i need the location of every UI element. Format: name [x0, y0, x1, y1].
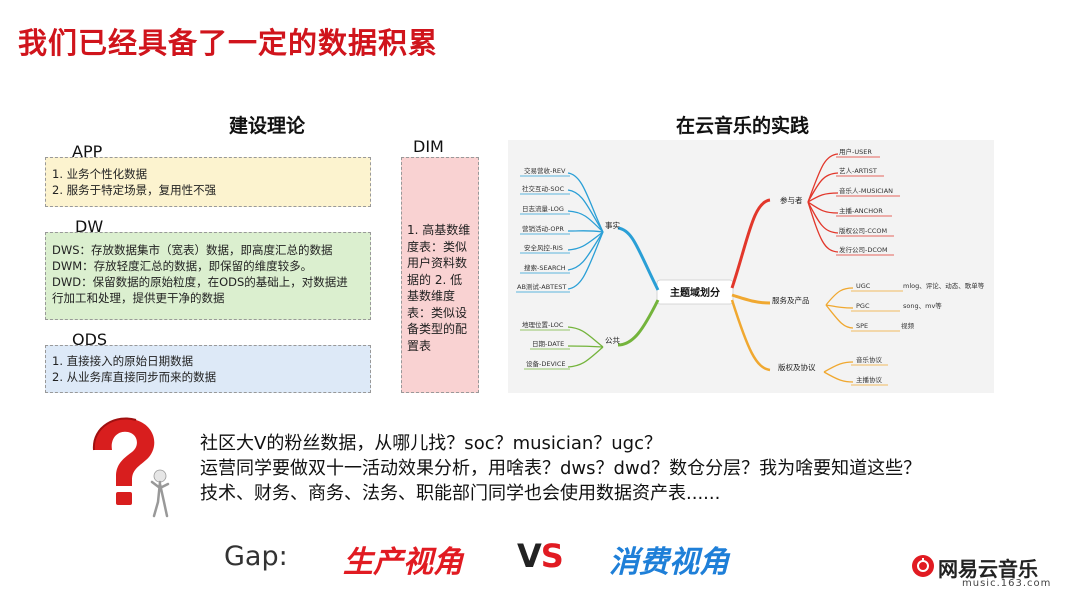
- versus-v: V: [517, 537, 542, 575]
- production-perspective: 生产视角: [343, 545, 463, 580]
- fact-item: 日志流量-LOG: [522, 204, 564, 213]
- question-line: 社区大V的粉丝数据，从哪儿找？soc？musician？ugc？: [200, 433, 662, 454]
- mindmap-canvas: 主题域划分 事实 交易营收-REV 社交互动-SOC 日志流量-LOG 营销活动…: [516, 147, 985, 386]
- topic-domain-mindmap: 主题域划分 事实 交易营收-REV 社交互动-SOC 日志流量-LOG 营销活动…: [508, 140, 994, 393]
- public-item: 地理位置-LOC: [522, 320, 564, 329]
- services-note: mlog、评论、动态、歌单等: [903, 281, 985, 290]
- copyright-item: 音乐协议: [856, 355, 883, 364]
- dim-layer-label: DIM: [413, 137, 444, 156]
- fact-item: AB测试-ABTEST: [517, 282, 566, 291]
- app-line: 1. 业务个性化数据: [52, 167, 148, 181]
- practice-heading: 在云音乐的实践: [676, 115, 810, 137]
- participants-item: 主播-ANCHOR: [839, 206, 883, 215]
- dw-line: DWD：保留数据的原始粒度，在ODS的基础上，对数据进: [52, 275, 348, 289]
- netease-music-logo-icon: [912, 555, 934, 577]
- app-layer-label: APP: [72, 142, 103, 161]
- app-layer-box: 1. 业务个性化数据 2. 服务于特定场景，复用性不强: [45, 157, 371, 207]
- ods-layer-label: ODS: [72, 330, 108, 349]
- dim-text: 1. 高基数维度表：类似用户资料数据的 2. 低基数维度表：类似设备类型的配置表: [407, 223, 471, 353]
- dw-line: DWM：存放轻度汇总的数据，即保留的维度较多。: [52, 259, 313, 273]
- fact-item: 安全风控-RIS: [524, 243, 563, 252]
- participants-item: 版权公司-CCOM: [839, 226, 887, 235]
- services-branch-label: 服务及产品: [772, 295, 810, 305]
- public-branch-label: 公共: [605, 336, 620, 345]
- fact-item: 社交互动-SOC: [522, 184, 565, 193]
- question-line: 运营同学要做双十一活动效果分析，用啥表？dws？dwd？数仓分层？我为啥要知道这…: [200, 458, 922, 479]
- participants-item: 发行公司-DCOM: [839, 245, 888, 254]
- question-line: 技术、财务、商务、法务、职能部门同学也会使用数据资产表......: [200, 483, 721, 504]
- fact-item: 搜索-SEARCH: [524, 263, 566, 272]
- copyright-branch-label: 版权及协议: [778, 362, 816, 372]
- participants-item: 用户-USER: [839, 147, 872, 156]
- services-item: SPE: [856, 322, 868, 330]
- ods-layer-box: 1. 直接接入的原始日期数据 2. 从业务库直接同步而来的数据: [45, 345, 371, 393]
- mindmap-center: 主题域划分: [670, 286, 720, 299]
- services-note: 视频: [901, 321, 915, 330]
- theory-heading: 建设理论: [229, 115, 306, 137]
- page-title: 我们已经具备了一定的数据积累: [18, 26, 439, 60]
- brand-name: 网易云音乐: [938, 557, 1038, 581]
- services-item: UGC: [856, 282, 871, 290]
- dw-layer-box: DWS：存放数据集市（宽表）数据，即高度汇总的数据 DWM：存放轻度汇总的数据，…: [45, 232, 371, 320]
- public-item: 设备-DEVICE: [526, 359, 565, 368]
- participants-branch-label: 参与者: [780, 195, 803, 205]
- dw-line: DWS：存放数据集市（宽表）数据，即高度汇总的数据: [52, 243, 333, 257]
- questions-block: 社区大V的粉丝数据，从哪儿找？soc？musician？ugc？ 运营同学要做双…: [200, 431, 921, 506]
- dw-layer-label: DW: [75, 217, 104, 236]
- public-item: 日期-DATE: [532, 340, 564, 348]
- brand-url: music.163.com: [962, 578, 1052, 589]
- services-item: PGC: [856, 302, 870, 310]
- participants-item: 音乐人-MUSICIAN: [839, 186, 893, 195]
- ods-line: 1. 直接接入的原始日期数据: [52, 354, 194, 368]
- fact-item: 营销活动-OPR: [522, 224, 564, 233]
- dw-line: 行加工和处理，提供更干净的数据: [52, 291, 225, 305]
- fact-item: 交易营收-REV: [524, 166, 566, 175]
- fact-branch-label: 事实: [605, 220, 620, 230]
- copyright-item: 主播协议: [856, 375, 883, 384]
- consumption-perspective: 消费视角: [609, 545, 729, 580]
- versus-s: S: [540, 537, 564, 575]
- services-note: song、mv等: [903, 301, 942, 310]
- ods-line: 2. 从业务库直接同步而来的数据: [52, 370, 217, 384]
- participants-item: 艺人-ARTIST: [839, 167, 877, 175]
- dim-layer-box: 1. 高基数维度表：类似用户资料数据的 2. 低基数维度表：类似设备类型的配置表: [401, 157, 479, 393]
- question-mark-figure-icon: [72, 412, 182, 524]
- versus-mark: VS: [517, 537, 564, 575]
- gap-label: Gap:: [224, 541, 288, 572]
- app-line: 2. 服务于特定场景，复用性不强: [52, 183, 217, 197]
